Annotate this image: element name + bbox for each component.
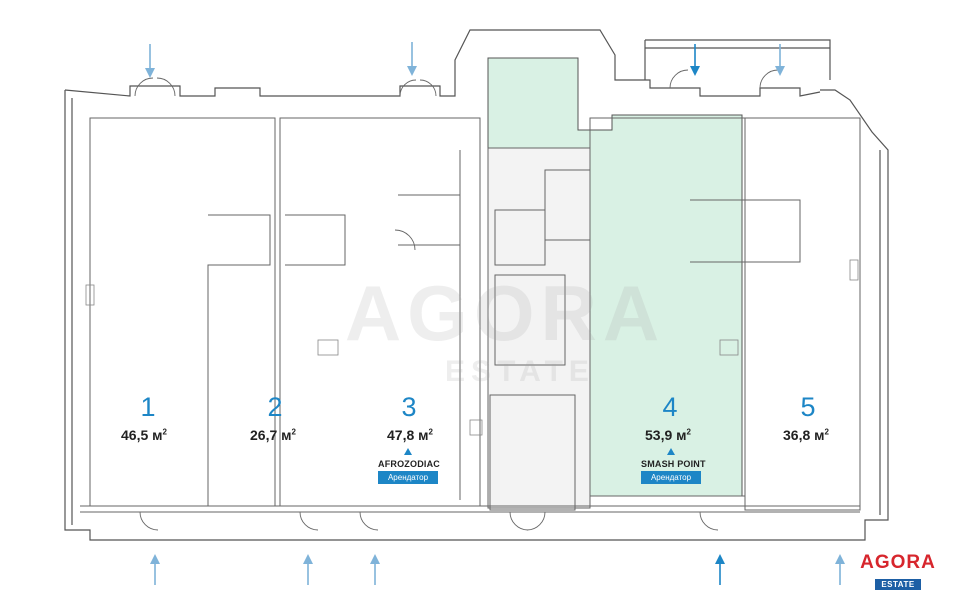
arrow-entrance-icon <box>775 44 785 76</box>
pointer-icon <box>667 448 675 455</box>
unit-2-area: 26,7 м2 <box>250 427 296 443</box>
arrow-entrance-icon <box>303 554 313 585</box>
watermark-brand: AGORA <box>344 269 666 357</box>
unit-3-tenant: AFROZODIAC Арендатор <box>378 448 440 484</box>
unit-3-number: 3 <box>401 392 417 422</box>
brand-name: AGORA <box>860 552 936 573</box>
outer-walls <box>64 29 889 541</box>
unit-4-number: 4 <box>662 392 678 422</box>
arrow-entrance-icon <box>150 554 160 585</box>
tenant-logo: SMASH POINT <box>641 459 706 469</box>
unit-5-area: 36,8 м2 <box>783 427 829 443</box>
arrow-entrance-icon <box>407 42 417 76</box>
arrow-entrance-icon <box>145 44 155 78</box>
doors <box>134 69 779 531</box>
brand-logo: AGORA ESTATE <box>848 552 948 592</box>
unit-2-number: 2 <box>267 392 283 422</box>
watermark-sub: ESTATE <box>445 355 595 388</box>
arrow-entrance-icon <box>715 554 725 585</box>
unit-4-tenant: SMASH POINT Арендатор <box>641 448 706 484</box>
windows <box>85 259 859 436</box>
tenant-label: Арендатор <box>641 471 701 484</box>
unit-1-number: 1 <box>140 392 156 422</box>
unit-4-area: 53,9 м2 <box>645 427 691 443</box>
interior-walls <box>80 117 861 513</box>
brand-sub: ESTATE <box>875 579 921 590</box>
arrow-entrance-icon <box>370 554 380 585</box>
unit-3-area: 47,8 м2 <box>387 427 433 443</box>
pointer-icon <box>404 448 412 455</box>
arrow-entrance-icon <box>835 554 845 585</box>
arrow-entrance-icon <box>690 44 700 76</box>
tenant-logo: AFROZODIAC <box>378 459 440 469</box>
entrance-arrows <box>145 42 845 585</box>
tenant-label: Арендатор <box>378 471 438 484</box>
unit-1-area: 46,5 м2 <box>121 427 167 443</box>
unit-5-number: 5 <box>800 392 816 422</box>
